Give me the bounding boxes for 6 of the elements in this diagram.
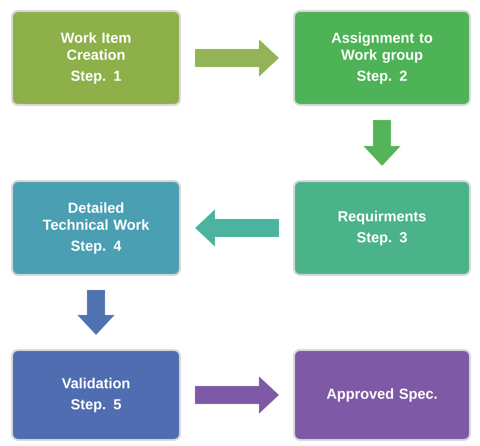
process-box: Work Item Creation Step. 1 [11, 10, 181, 106]
process-box: Detailed Technical Work Step. 4 [11, 180, 181, 276]
process-box: Assignment to Work group Step. 2 [293, 10, 471, 106]
process-box: Validation Step. 5 [11, 348, 181, 441]
process-box: Requirments Step. 3 [293, 180, 471, 276]
process-box: Approved Spec. [293, 348, 471, 441]
